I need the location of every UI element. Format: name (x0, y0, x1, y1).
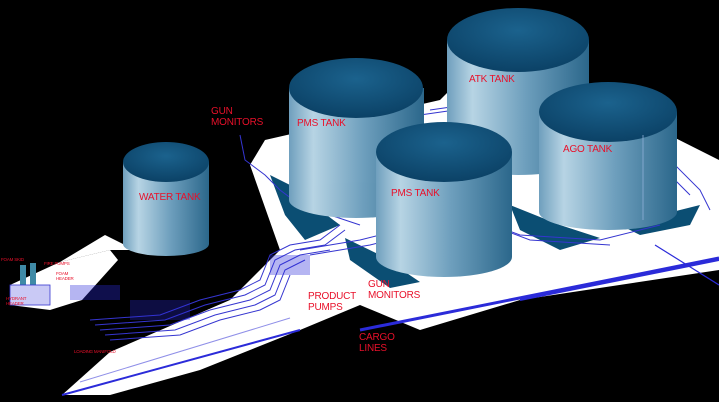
ago-tank-label: AGO TANK (563, 144, 613, 155)
ago-tank (539, 82, 677, 230)
foam-header-label: FOAM HEADER (56, 271, 74, 281)
product-pumps-label: PRODUCT PUMPS (308, 291, 357, 313)
gun-monitors-top-label: GUN MONITORS (211, 106, 264, 128)
gun-monitors-bottom-label: GUN MONITORS (368, 279, 421, 301)
cargo-lines-label: CARGO LINES (359, 332, 395, 354)
foam-skid-label: FOAM SKID (1, 257, 24, 262)
water-tank (123, 142, 209, 256)
fire-pumps-label: FIRE PUMPS (44, 261, 70, 266)
atk-tank-label: ATK TANK (469, 74, 515, 85)
pms-tank-2 (376, 122, 512, 277)
pms-tank-2-label: PMS TANK (391, 188, 440, 199)
hydrant-header-label: HYDRANT HEADER (6, 296, 27, 306)
foam-skid (9, 263, 51, 306)
pms-tank-1-label: PMS TANK (297, 118, 346, 129)
loading-manifold-label: LOADING MANIFOLD (74, 349, 116, 354)
water-tank-label: WATER TANK (139, 192, 201, 203)
